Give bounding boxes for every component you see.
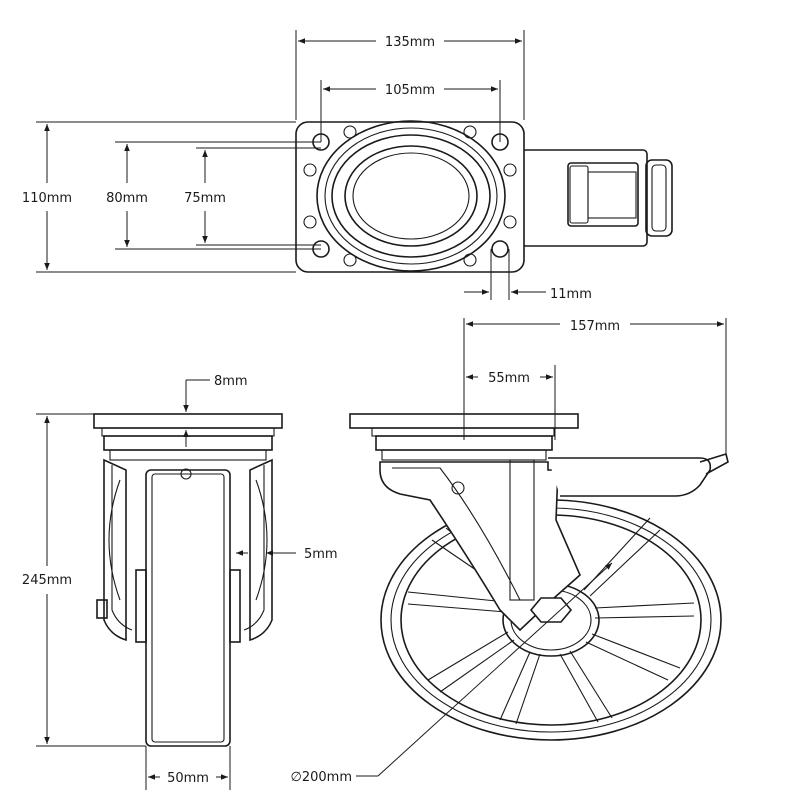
front-view (36, 379, 296, 790)
dim-wheel-diameter: ∅200mm (291, 770, 352, 785)
dim-plate-width: 135mm (385, 35, 435, 50)
dim-fork-clearance: 5mm (304, 547, 338, 562)
top-view (36, 30, 673, 300)
dim-hole-spacing-depth-outer: 80mm (106, 191, 148, 206)
brake-lever (548, 457, 712, 497)
wheel-spokes (407, 517, 695, 725)
axle-nut (529, 597, 573, 623)
fork-side (379, 461, 581, 632)
bearing-ring-inner (352, 152, 470, 240)
dim-hole-diameter: 11mm (550, 287, 592, 302)
wheel-front (145, 469, 231, 747)
mounting-plate (295, 121, 525, 273)
front-plate (93, 413, 283, 429)
bearing-ring-outer (316, 120, 506, 272)
dim-swivel-offset: 55mm (488, 371, 530, 386)
dim-plate-depth: 110mm (22, 191, 72, 206)
dim-hole-spacing-depth-inner: 75mm (184, 191, 226, 206)
dim-overall-offset: 157mm (570, 319, 620, 334)
side-view (349, 318, 729, 777)
dim-total-height: 245mm (22, 573, 72, 588)
brake-housing-top (521, 149, 673, 247)
dim-hole-spacing-width: 105mm (385, 83, 435, 98)
dim-plate-thickness: 8mm (214, 374, 248, 389)
dim-wheel-width: 50mm (167, 771, 209, 786)
dimension-labels: 135mm 105mm 110mm 80mm 75mm 11mm 157mm 5… (22, 35, 620, 786)
